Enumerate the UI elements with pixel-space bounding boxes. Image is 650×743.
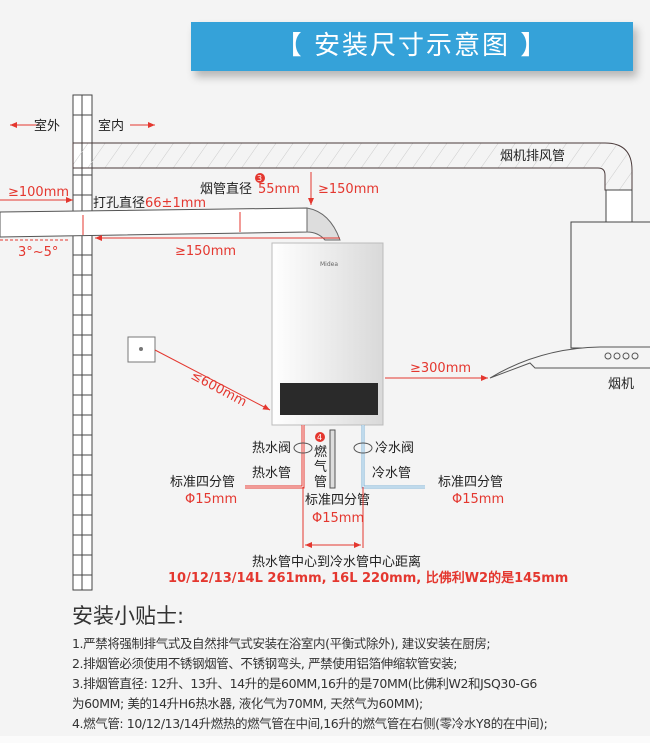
cold-pipe-label: 冷水管 [372, 466, 411, 481]
water-heater: Midea [271, 242, 384, 426]
cold-valve-icon [353, 442, 373, 454]
dist-600-label: ≤600mm [188, 368, 249, 410]
hot-valve-label: 热水阀 [252, 441, 291, 456]
flue-diameter-label: 烟管直径 [200, 182, 252, 197]
range-hood [489, 221, 650, 379]
gas-pipe-label: 气 [314, 459, 327, 475]
tip-item: 2.排烟管必须使用不锈钢烟管、不锈钢弯头, 严禁使用铝箔伸缩软管安装; [72, 656, 458, 671]
hole-diameter-label: 打孔直径66±1mm [93, 196, 206, 211]
flexible-elbow [306, 207, 341, 241]
flue-badge: 3 [257, 174, 262, 183]
angle-label: 3°~5° [18, 245, 58, 260]
tip-item: 1.严禁将强制排气式及自然排气式安装在浴室内(平衡式除外), 建议安装在厨房; [72, 636, 491, 651]
hood-label: 烟机 [608, 377, 634, 392]
hood-duct-label: 烟机排风管 [500, 149, 565, 164]
center-distance-value: 10/12/13/14L 261mm, 16L 220mm, 比佛利W2的是14… [168, 570, 568, 586]
hot-pipe-label: 热水管 [252, 466, 291, 481]
dist-150-top: ≥150mm [318, 182, 379, 197]
brand-logo: Midea [320, 261, 338, 268]
tip-item: 3.排烟管直径: 12升、13升、14升的是60MM,16升的是70MM(比佛利… [72, 676, 537, 691]
outdoor-label: 室外 [34, 118, 60, 134]
indoor-label: 室内 [98, 118, 124, 134]
cold-valve-label: 冷水阀 [375, 441, 414, 456]
std-pipe-gas: 标准四分管 [305, 493, 370, 508]
gas-pipe [329, 429, 336, 489]
dist-300-label: ≥300mm [410, 361, 471, 376]
hood-exhaust-duct [72, 142, 633, 191]
dist-150-side: ≥150mm [175, 244, 236, 259]
section-title-banner: 【 安装尺寸示意图 】 [191, 22, 633, 71]
std-pipe-left: 标准四分管 [170, 475, 235, 490]
gas-pipe-label: 燃 [314, 444, 327, 460]
std-diam-left: Φ15mm [185, 492, 237, 507]
gas-badge: 4 [317, 433, 322, 442]
brick-wall [72, 94, 93, 591]
dist-100-label: ≥100mm [8, 185, 69, 200]
std-diam-gas: Φ15mm [312, 511, 364, 526]
tip-item: 4.燃气管: 10/12/13/14升燃热的燃气管在中间,16升的燃气管在右侧(… [72, 716, 548, 731]
flue-pipe [0, 207, 308, 238]
tips-title: 安装小贴士: [72, 604, 185, 628]
center-distance-label: 热水管中心到冷水管中心距离 [252, 554, 421, 570]
footer-strip [0, 736, 650, 743]
flue-diameter-value: 55mm [258, 182, 300, 197]
std-pipe-right: 标准四分管 [438, 475, 503, 490]
installation-tips: 安装小贴士: 1.严禁将强制排气式及自然排气式安装在浴室内(平衡式除外), 建议… [72, 600, 548, 734]
tip-item: 为60MM; 美的14升H6热水器, 液化气为70MM, 天然气为60MM); [72, 696, 423, 711]
hot-valve-icon [293, 442, 313, 454]
gas-pipe-label: 管 [314, 475, 327, 490]
std-diam-right: Φ15mm [452, 492, 504, 507]
